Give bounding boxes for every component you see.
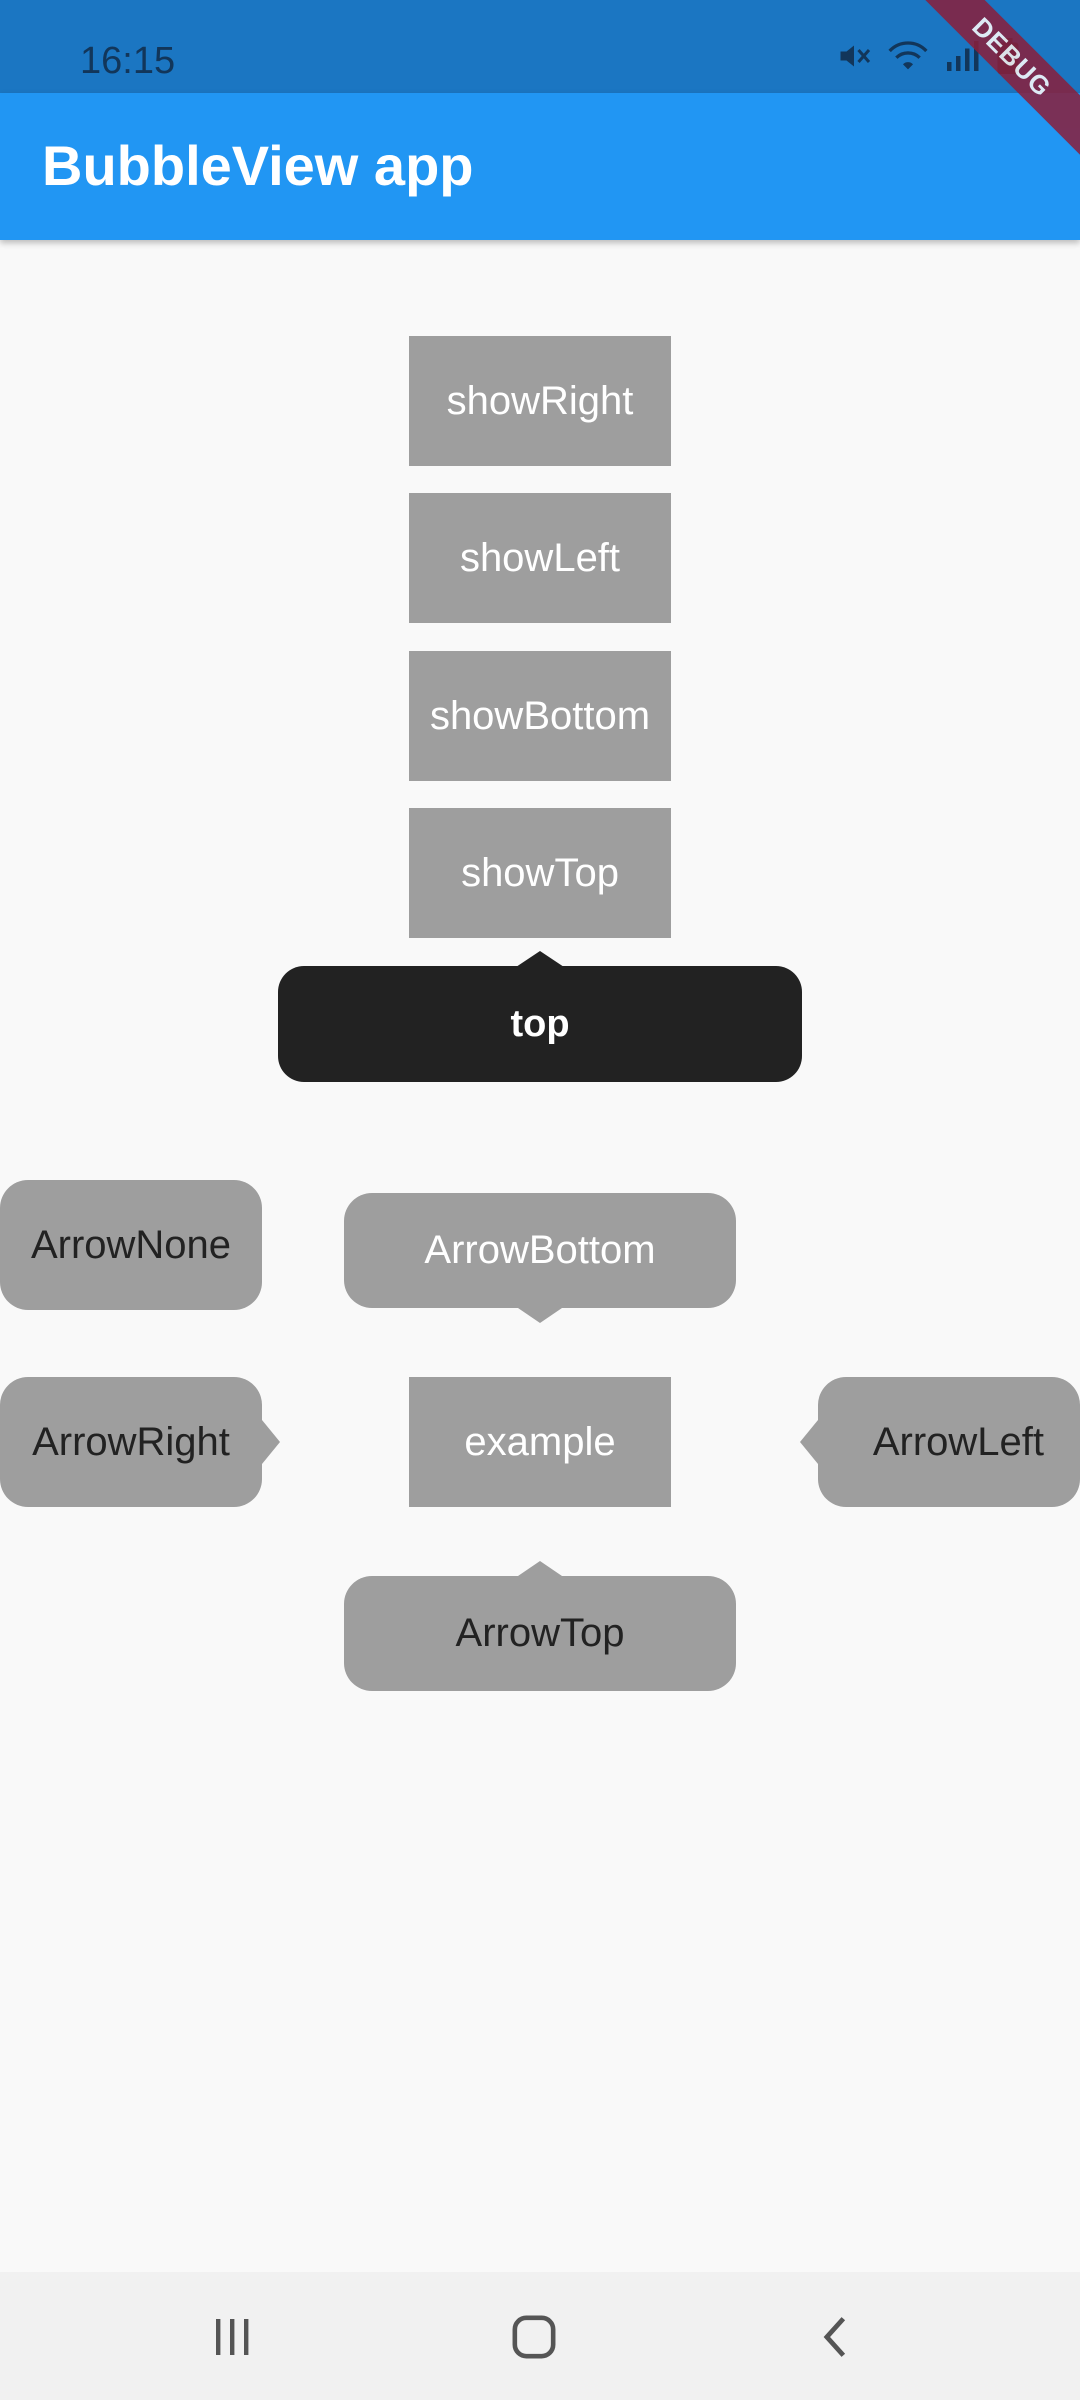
- status-time: 16:15: [80, 40, 176, 82]
- arrow-top-label: ArrowTop: [455, 1611, 625, 1655]
- recents-icon[interactable]: [192, 2302, 272, 2372]
- arrow-none-bubble[interactable]: ArrowNone: [0, 1180, 262, 1310]
- app-bar: BubbleView app: [0, 93, 1080, 240]
- show-right-button[interactable]: showRight: [409, 336, 671, 466]
- arrow-left-label: ArrowLeft: [872, 1419, 1044, 1464]
- wifi-icon: [888, 38, 928, 74]
- arrow-bottom-label: ArrowBottom: [424, 1228, 656, 1272]
- signal-icon: [944, 38, 980, 74]
- arrow-right-pointer: [262, 1420, 280, 1464]
- show-bottom-label: showBottom: [429, 693, 651, 738]
- system-nav-bar: [0, 2272, 1080, 2400]
- arrow-none-label: ArrowNone: [30, 1222, 232, 1267]
- arrow-bottom-bubble[interactable]: ArrowBottom: [344, 1193, 736, 1308]
- show-top-label: showTop: [461, 850, 619, 895]
- arrow-left-pointer: [800, 1420, 818, 1464]
- example-label: example: [464, 1419, 616, 1464]
- show-right-label: showRight: [446, 378, 634, 423]
- show-top-button[interactable]: showTop: [409, 808, 671, 938]
- arrow-bottom-pointer: [518, 1308, 562, 1323]
- debug-banner-label: DEBUG: [920, 0, 1080, 157]
- show-left-label: showLeft: [459, 535, 621, 580]
- arrow-left-bubble[interactable]: ArrowLeft: [818, 1377, 1080, 1507]
- status-bar: 16:15: [0, 0, 1080, 93]
- arrow-top-bubble[interactable]: ArrowTop: [344, 1576, 736, 1691]
- example-box[interactable]: example: [409, 1377, 671, 1507]
- mute-icon: [836, 38, 872, 74]
- arrow-right-bubble[interactable]: ArrowRight: [0, 1377, 262, 1507]
- arrow-top-pointer: [518, 1561, 562, 1576]
- debug-banner: DEBUG: [920, 0, 1080, 160]
- tooltip-bubble: top: [278, 966, 802, 1082]
- show-bottom-button[interactable]: showBottom: [409, 651, 671, 781]
- app-bar-title: BubbleView app: [42, 134, 474, 197]
- back-icon[interactable]: [796, 2302, 876, 2372]
- tooltip-arrow: [516, 951, 564, 967]
- arrow-right-label: ArrowRight: [32, 1419, 230, 1464]
- home-icon[interactable]: [494, 2302, 574, 2372]
- tooltip-text: top: [510, 1002, 570, 1045]
- show-left-button[interactable]: showLeft: [409, 493, 671, 623]
